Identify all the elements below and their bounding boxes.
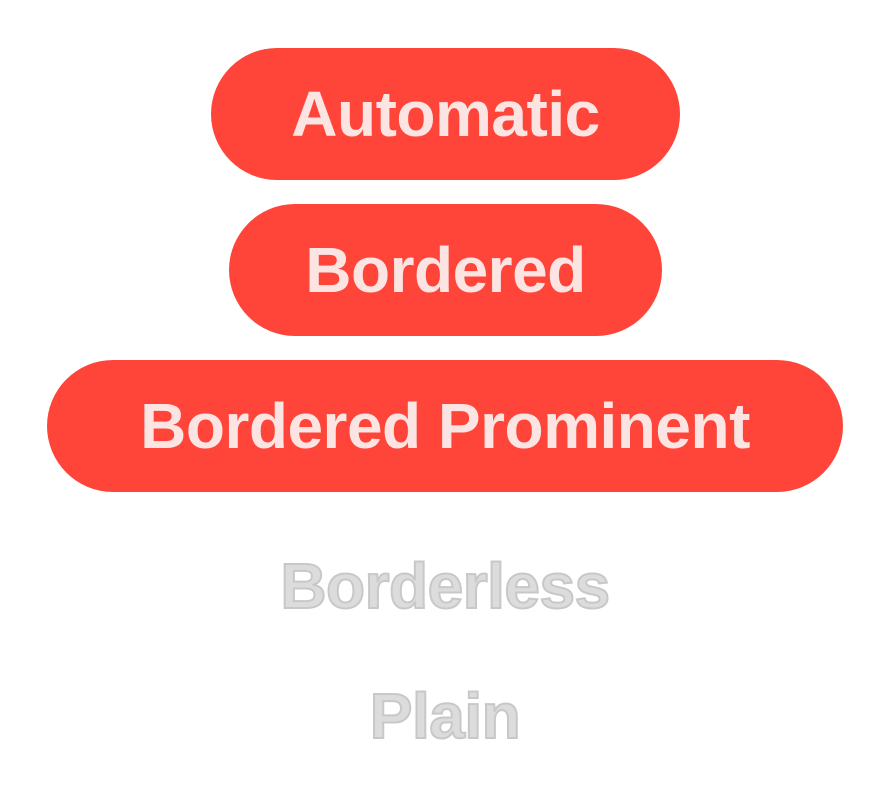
bordered-prominent-button-label: Bordered Prominent (140, 390, 750, 462)
bordered-button[interactable]: Bordered (229, 204, 662, 336)
bordered-button-label: Bordered (305, 234, 586, 306)
borderless-button[interactable]: Borderless (200, 522, 690, 650)
borderless-button-label: Borderless (279, 549, 611, 623)
automatic-button-label: Automatic (291, 78, 600, 150)
plain-button[interactable]: Plain (300, 652, 590, 780)
plain-button-label: Plain (369, 679, 522, 753)
automatic-button[interactable]: Automatic (211, 48, 680, 180)
bordered-prominent-button[interactable]: Bordered Prominent (47, 360, 843, 492)
